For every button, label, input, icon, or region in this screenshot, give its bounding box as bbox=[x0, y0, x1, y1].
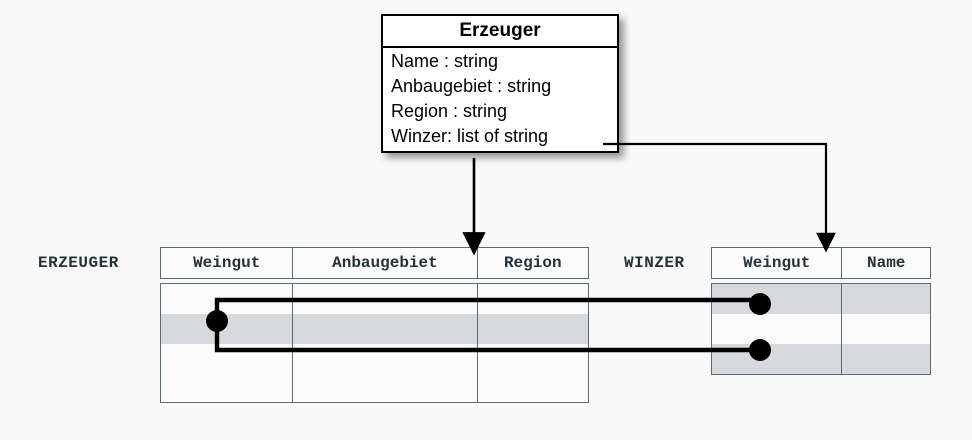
table-row[interactable] bbox=[161, 374, 588, 402]
table-cell bbox=[841, 344, 930, 374]
table-body-winzer bbox=[711, 283, 931, 375]
table-label-winzer: WINZER bbox=[624, 254, 685, 272]
table-cell bbox=[712, 314, 841, 344]
table-cell bbox=[161, 344, 292, 374]
table-cell bbox=[161, 284, 292, 314]
mapping-arrow-winzer bbox=[603, 142, 836, 253]
table-header-erzeuger: Weingut Anbaugebiet Region bbox=[160, 247, 589, 279]
uml-attribute-list: Name : string Anbaugebiet : string Regio… bbox=[383, 48, 617, 151]
column-header-weingut: Weingut bbox=[193, 254, 261, 272]
table-row[interactable] bbox=[161, 344, 588, 374]
uml-attribute-anbaugebiet: Anbaugebiet : string bbox=[391, 76, 552, 96]
table-cell bbox=[161, 374, 292, 402]
table-cell bbox=[477, 374, 588, 402]
column-header-weingut: Weingut bbox=[743, 254, 811, 272]
uml-attribute-winzer: Winzer: list of string bbox=[391, 126, 549, 146]
table-cell bbox=[292, 344, 477, 374]
table-cell bbox=[477, 344, 588, 374]
column-header-anbaugebiet: Anbaugebiet bbox=[292, 248, 476, 278]
table-row[interactable] bbox=[161, 314, 588, 344]
uml-attribute-name: Name : string bbox=[391, 51, 499, 71]
table-cell bbox=[477, 314, 588, 344]
table-cell bbox=[841, 314, 930, 344]
table-row[interactable] bbox=[712, 314, 930, 344]
table-cell bbox=[292, 284, 477, 314]
table-row[interactable] bbox=[161, 284, 588, 314]
table-row[interactable] bbox=[712, 344, 930, 374]
table-header-winzer: Weingut Name bbox=[711, 247, 931, 279]
table-cell bbox=[712, 344, 841, 374]
table-label-erzeuger: ERZEUGER bbox=[38, 254, 119, 272]
column-header-region: Region bbox=[476, 248, 588, 278]
table-cell bbox=[292, 314, 477, 344]
table-cell bbox=[712, 284, 841, 314]
table-cell bbox=[477, 284, 588, 314]
table-row[interactable] bbox=[712, 284, 930, 314]
column-header-name: Name bbox=[841, 248, 930, 278]
table-cell bbox=[292, 374, 477, 402]
table-cell bbox=[161, 314, 292, 344]
uml-attribute-region: Region : string bbox=[391, 101, 508, 121]
table-body-erzeuger bbox=[160, 283, 589, 403]
table-cell bbox=[841, 284, 930, 314]
uml-class-box-erzeuger: Erzeuger Name : string Anbaugebiet : str… bbox=[381, 14, 619, 153]
uml-class-name: Erzeuger bbox=[383, 16, 617, 48]
